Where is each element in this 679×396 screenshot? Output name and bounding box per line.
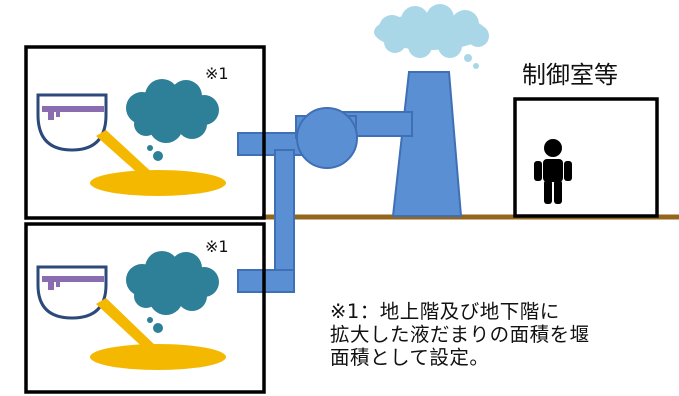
footnote-line-1: ※1：地上階及び地下階に — [330, 300, 560, 323]
person-icon — [534, 139, 572, 204]
footnote-line-3: 面積として設定。 — [330, 346, 490, 369]
lower-tank — [36, 265, 108, 320]
control-room-label: 制御室等 — [522, 61, 618, 89]
lower-floor-mark: ※1 — [205, 237, 229, 256]
exhaust-stack — [391, 71, 463, 217]
footnote: ※1：地上階及び地下階に 拡大した液だまりの面積を堰 面積として設定。 — [330, 300, 675, 369]
upper-floor-mark: ※1 — [205, 64, 229, 83]
exhaust-fan — [295, 107, 358, 169]
lower-vapor-cloud — [126, 251, 219, 333]
upper-tank — [36, 93, 108, 152]
exhaust-duct — [237, 111, 413, 293]
control-room-box — [513, 97, 659, 218]
upper-floor-box — [24, 45, 266, 220]
lower-puddle — [90, 344, 226, 370]
upper-puddle — [90, 170, 226, 196]
footnote-line-2: 拡大した液だまりの面積を堰 — [330, 323, 590, 346]
upper-vapor-cloud — [126, 79, 219, 161]
lower-floor-box — [24, 222, 266, 394]
smoke-cloud — [374, 4, 489, 69]
lower-leak-stream — [96, 298, 158, 354]
